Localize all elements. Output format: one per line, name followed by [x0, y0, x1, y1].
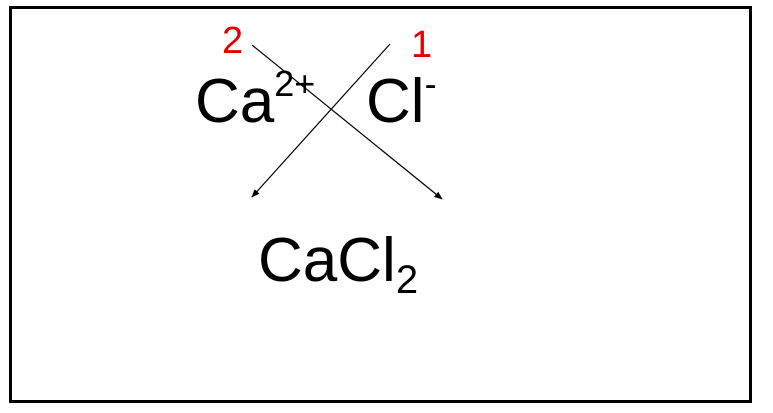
arrow-cl-to-ca	[251, 43, 391, 198]
arrow-ca-to-cl	[251, 44, 443, 200]
anion-crossover-number: 1	[411, 24, 433, 66]
product-formula-base: CaCl	[258, 226, 396, 295]
anion-symbol: Cl	[366, 67, 425, 136]
product-formula: CaCl2	[258, 230, 418, 301]
cation-charge: 2+	[274, 63, 316, 104]
anion-charge: -	[424, 63, 437, 104]
diagram-frame	[9, 6, 752, 403]
cation-label: Ca2+	[195, 66, 315, 133]
anion-label: Cl-	[366, 66, 437, 133]
product-subscript: 2	[395, 258, 419, 302]
cation-symbol: Ca	[195, 67, 275, 136]
cation-crossover-number: 2	[222, 20, 244, 62]
